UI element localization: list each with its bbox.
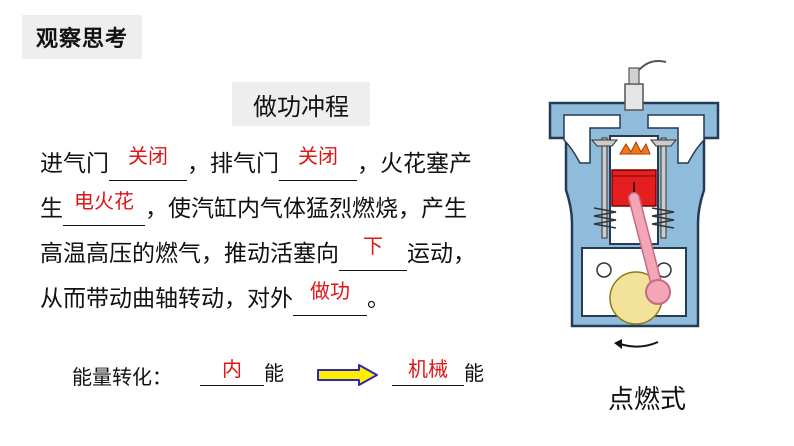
text-segment: 。 [367, 286, 390, 312]
paragraph-line-3: 高温高压的燃气，推动活塞向下运动， [40, 232, 540, 277]
right-arrow-icon [317, 364, 378, 386]
text-segment: 高温高压的燃气，推动活塞向 [40, 241, 339, 267]
answer-text: 做功 [310, 279, 350, 303]
exhaust-port [647, 114, 705, 164]
energy-conversion: 能量转化： 内能 机械能 [72, 355, 502, 395]
paragraph-line-2: 生电火花 ，使汽缸内气体猛烈燃烧，产生 [40, 187, 540, 232]
text-segment: 从而带动曲轴转动，对外 [40, 286, 293, 312]
engine-caption: 点燃式 [608, 385, 687, 415]
engine-diagram [548, 60, 720, 349]
answer-blank-exhaust[interactable]: 关闭 [279, 144, 357, 181]
answer-text: 内 [222, 357, 242, 381]
answer-blank-work[interactable]: 做功 [293, 279, 367, 316]
answer-text: 机械 [408, 357, 448, 381]
answer-blank-intake[interactable]: 关闭 [109, 144, 187, 181]
energy-suffix: 能 [464, 361, 484, 385]
connecting-rod [629, 193, 663, 295]
intake-valve [590, 137, 619, 278]
spark-plug [624, 83, 644, 111]
crank-pin [645, 279, 671, 305]
section-tag: 观察思考 [22, 15, 142, 59]
spark-plug-wire [638, 60, 667, 71]
answer-text: 下 [363, 234, 383, 258]
text-segment: 进气门 [40, 151, 109, 177]
intake-port [563, 114, 621, 164]
exhaust-valve [649, 137, 678, 278]
answer-text: 电火花 [74, 189, 134, 213]
answer-blank-direction[interactable]: 下 [339, 234, 407, 271]
answer-blank-spark[interactable]: 电火花 [63, 189, 145, 226]
text-segment: ，排气门 [187, 151, 279, 177]
energy-suffix: 能 [264, 361, 284, 385]
text-segment: 运动， [407, 241, 476, 267]
rotation-arrow-head [614, 339, 622, 349]
answer-blank-energy-from[interactable]: 内 [200, 355, 264, 386]
paragraph-line-1: 进气门关闭，排气门关闭，火花塞产 [40, 142, 540, 187]
energy-label: 能量转化： [72, 365, 172, 389]
answer-text: 关闭 [128, 144, 168, 168]
flame-icon [619, 140, 651, 155]
text-segment: ，使汽缸内气体猛烈燃烧，产生 [145, 196, 467, 222]
rotation-arrow [619, 341, 659, 348]
answer-blank-energy-to[interactable]: 机械 [392, 355, 464, 386]
description-paragraph: 进气门关闭，排气门关闭，火花塞产 生电火花，使汽缸内气体猛烈燃烧，产生 高温高压… [40, 142, 540, 322]
energy-to: 机械能 [392, 355, 484, 386]
text-segment: ，火花塞产 [357, 151, 472, 177]
text-segment: 生 [40, 196, 63, 222]
paragraph-line-4: 从而带动曲轴转动，对外做功。 [40, 277, 540, 322]
page-title: 做功冲程 [232, 82, 370, 126]
spark-plug-terminal [628, 67, 640, 85]
energy-from: 内能 [200, 355, 284, 386]
answer-text: 关闭 [298, 144, 338, 168]
